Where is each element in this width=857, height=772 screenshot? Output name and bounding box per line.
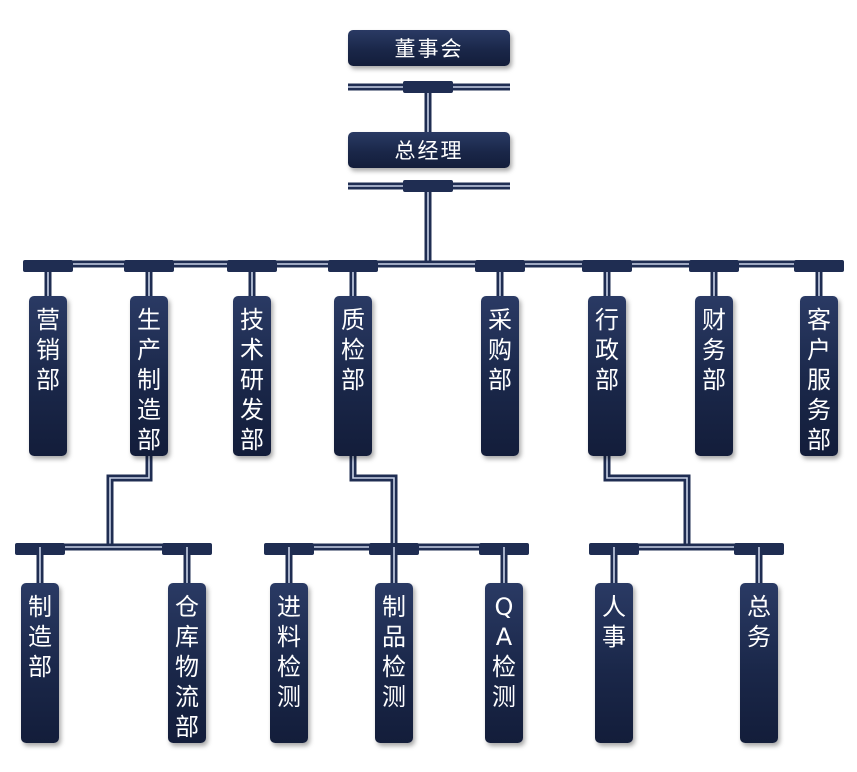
node-admin: 行政部 <box>588 296 626 456</box>
node-customer-service-label: 客户服务部 <box>807 306 831 454</box>
node-production-label: 生产制造部 <box>137 306 161 454</box>
node-purchase-label: 采购部 <box>488 306 512 394</box>
link-production-branch <box>106 456 153 547</box>
node-hr-label: 人事 <box>602 593 626 651</box>
link-admin-branch <box>603 456 691 547</box>
node-product-inspection-label: 制品检测 <box>382 593 406 711</box>
node-manufacturing-label: 制造部 <box>28 593 52 681</box>
node-finance-label: 财务部 <box>702 306 726 394</box>
link-dept-joint-4 <box>475 260 525 272</box>
node-warehouse-logistics: 仓库物流部 <box>168 583 206 743</box>
link-board-gm-joint <box>403 81 453 93</box>
node-hr: 人事 <box>595 583 633 743</box>
node-sales-label: 营销部 <box>36 306 60 394</box>
node-general-manager: 总经理 <box>348 132 510 168</box>
link-dept-joint-0 <box>23 260 73 272</box>
link-qc-branch <box>349 456 398 547</box>
link-dept-joint-2 <box>227 260 277 272</box>
node-general-affairs: 总务 <box>740 583 778 743</box>
node-board: 董事会 <box>348 30 510 66</box>
node-production: 生产制造部 <box>130 296 168 456</box>
node-qc: 质检部 <box>334 296 372 456</box>
node-purchase: 采购部 <box>481 296 519 456</box>
node-manufacturing: 制造部 <box>21 583 59 743</box>
node-rnd-label: 技术研发部 <box>240 306 264 454</box>
link-dept-joint-7 <box>794 260 844 272</box>
node-warehouse-logistics-label: 仓库物流部 <box>175 593 199 741</box>
link-dept-joint-1 <box>124 260 174 272</box>
node-product-inspection: 制品检测 <box>375 583 413 743</box>
node-customer-service: 客户服务部 <box>800 296 838 456</box>
node-finance: 财务部 <box>695 296 733 456</box>
node-rnd: 技术研发部 <box>233 296 271 456</box>
link-dept-joint-6 <box>689 260 739 272</box>
link-gm-joint <box>403 180 453 192</box>
node-incoming-inspection: 进料检测 <box>270 583 308 743</box>
node-qa-inspection-label: QA检测 <box>492 593 516 711</box>
node-sales: 营销部 <box>29 296 67 456</box>
node-incoming-inspection-label: 进料检测 <box>277 593 301 711</box>
link-dept-joint-5 <box>582 260 632 272</box>
node-admin-label: 行政部 <box>595 306 619 394</box>
node-qc-label: 质检部 <box>341 306 365 394</box>
node-general-affairs-label: 总务 <box>747 593 771 651</box>
node-qa-inspection: QA检测 <box>485 583 523 743</box>
link-dept-joint-3 <box>328 260 378 272</box>
